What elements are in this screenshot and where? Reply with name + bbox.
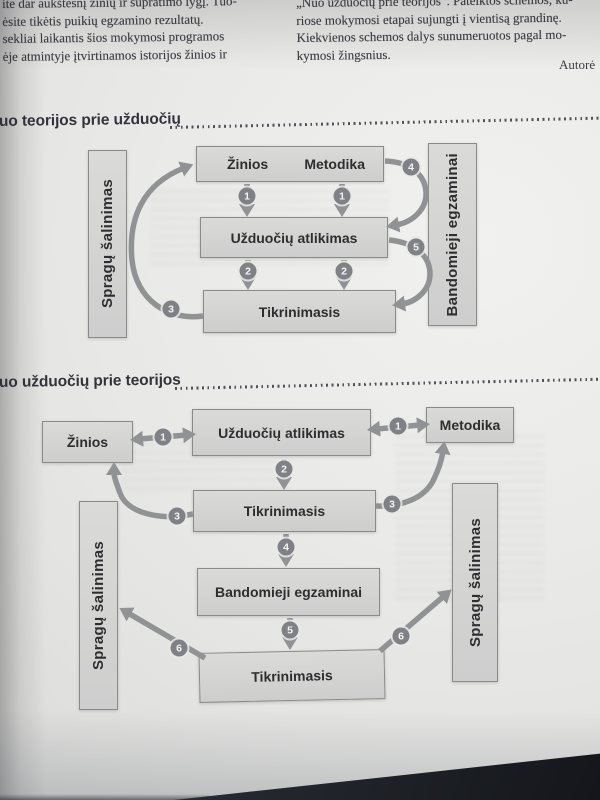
step-badge: 3 (162, 300, 180, 318)
step-badge: 2 (239, 262, 257, 280)
step-badge: 1 (154, 428, 172, 446)
box-label: Metodika (304, 156, 365, 172)
step-badge: 3 (168, 507, 186, 525)
box-spragu-salinimas-right: Spragų šalinimas (452, 483, 498, 682)
box-label: Bandomieji egzaminai (214, 584, 363, 600)
diagram1-heading: uo teorijos prie užduočių (0, 110, 181, 130)
body-text-left-column: ite dar aukštesnį žinių ir supratimo lyg… (2, 0, 303, 65)
step-badge: 4 (402, 158, 420, 176)
box-metodika: Metodika (426, 407, 514, 443)
diagram2-heading: uo užduočių prie teorijos (0, 371, 181, 391)
box-label: Tikrinimasis (258, 303, 341, 320)
body-text-right-column: „Nuo užduočių prie teorijos“. Pateiktos … (296, 0, 600, 64)
step-badge: 6 (170, 639, 188, 657)
box-label: Bandomieji egzaminai (444, 152, 461, 317)
step-badge: 1 (238, 187, 256, 205)
step-badge: 4 (277, 538, 295, 556)
box-label: Žinios (66, 434, 109, 450)
box-spragu-salinimas: Spragų šalinimas (88, 150, 127, 338)
step-badge: 5 (281, 621, 299, 639)
step-badge: 1 (389, 417, 407, 435)
step-badge: 3 (383, 495, 401, 513)
step-badge: 1 (333, 187, 351, 205)
box-bandomieji-egzaminai: Bandomieji egzaminai (428, 143, 477, 326)
box-bandomieji-egzaminai: Bandomieji egzaminai (197, 568, 380, 616)
dotted-leader (169, 116, 600, 129)
step-badge: 2 (335, 262, 353, 280)
arrow-step6-right-diagonal (378, 589, 452, 654)
box-label: Žinios (227, 156, 269, 172)
box-uzduociu-atlikimas: Užduočių atlikimas (192, 409, 371, 456)
box-label: Tikrinimasis (243, 503, 326, 519)
box-label: Metodika (439, 417, 501, 433)
body-text-line: kymosi žingsnius. (296, 46, 391, 63)
step-badge: 6 (392, 627, 410, 645)
box-label: Spragų šalinimas (466, 517, 484, 647)
box-label: Spragų šalinimas (99, 179, 116, 309)
author-signature: Autorė (559, 57, 596, 72)
dotted-leader (174, 377, 600, 390)
box-label: Užduočių atlikimas (230, 229, 358, 246)
box-tikrinimasis: Tikrinimasis (203, 290, 396, 333)
step-badge: 5 (407, 238, 425, 256)
box-label: Tikrinimasis (251, 667, 333, 685)
arrow-step6-left-diagonal (119, 607, 207, 661)
body-text-line: Kiekvienos schemos dalys sunumeruotos pa… (296, 26, 567, 46)
box-tikrinimasis-1: Tikrinimasis (193, 490, 376, 532)
page-edge-shadow (0, 794, 210, 800)
box-uzduociu-atlikimas: Užduočių atlikimas (200, 217, 388, 258)
box-tikrinimasis-2: Tikrinimasis (198, 649, 386, 703)
box-label: Spragų šalinimas (90, 540, 107, 670)
box-label: Užduočių atlikimas (218, 424, 345, 441)
box-zinios: Žinios (42, 421, 133, 463)
body-text-line: ėje atmintyje įtvirtinamos istorijos žin… (2, 46, 228, 64)
box-zinios-metodika: Žinios Metodika (196, 146, 384, 182)
step-badge: 2 (275, 460, 293, 478)
box-spragu-salinimas-left: Spragų šalinimas (79, 501, 118, 710)
